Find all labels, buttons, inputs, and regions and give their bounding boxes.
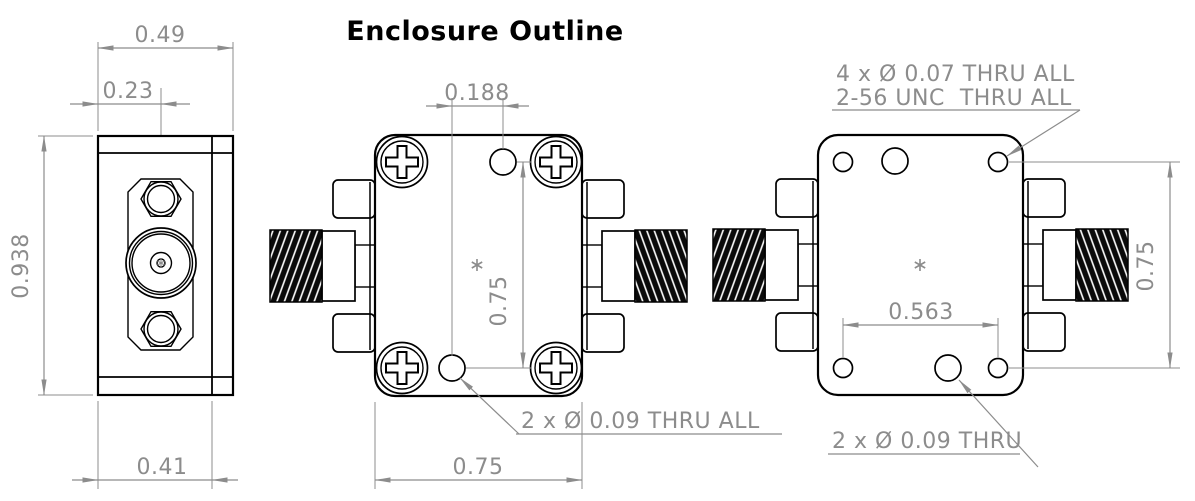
dim-hole-offset: 0.188	[444, 81, 509, 106]
dim-hole-spacing-vertical: 0.75	[1134, 241, 1159, 292]
dim-hole-spacing-vertical: 0.75	[487, 276, 512, 327]
callout-thru-holes: 2 x Ø 0.09 THRU	[832, 429, 1022, 454]
front-view-dimensions: 0.188 0.75 2 x Ø 0.09 THRU ALL 0.75	[374, 81, 782, 489]
callout-tapped-line2: 2-56 UNC THRU ALL	[836, 86, 1072, 111]
sma-connector-face	[125, 227, 197, 299]
hex-nut-top	[140, 180, 182, 218]
tapped-hole-top-left	[832, 151, 854, 173]
thru-hole-top	[489, 148, 517, 176]
thru-hole-bottom	[934, 354, 962, 382]
end-view-dimensions: 0.49 0.23 0.938 0.41	[9, 23, 238, 489]
end-view: 0.49 0.23 0.938 0.41	[9, 23, 238, 489]
dim-height: 0.938	[9, 233, 34, 298]
callout-thru-holes: 2 x Ø 0.09 THRU ALL	[521, 409, 760, 434]
front-view-right-connector	[581, 179, 688, 353]
callout-tapped-line1: 4 x Ø 0.07 THRU ALL	[836, 62, 1075, 87]
dim-hole-spacing-horizontal: 0.563	[888, 300, 953, 325]
tapped-hole-bottom-left	[832, 357, 854, 379]
front-view-left-connector	[269, 179, 376, 353]
tapped-hole-bottom-right	[987, 357, 1009, 379]
connector-flange-plate	[127, 178, 194, 351]
dim-top-width: 0.49	[135, 23, 186, 48]
back-view-dimensions: 4 x Ø 0.07 THRU ALL 2-56 UNC THRU ALL 0.…	[828, 62, 1180, 468]
back-view-left-connector	[712, 178, 819, 352]
drawing-title: Enclosure Outline	[346, 16, 623, 47]
hex-nut-bottom	[140, 311, 182, 347]
back-view: 4 x Ø 0.07 THRU ALL 2-56 UNC THRU ALL 0.…	[712, 62, 1180, 468]
tapped-hole-top-right	[987, 151, 1009, 173]
front-view: 0.188 0.75 2 x Ø 0.09 THRU ALL 0.75	[269, 81, 782, 489]
back-view-right-connector	[1022, 178, 1129, 352]
dim-bottom-width: 0.41	[137, 455, 188, 480]
thru-hole-top	[881, 147, 909, 175]
dim-width: 0.75	[453, 455, 504, 480]
dim-connector-offset: 0.23	[103, 79, 154, 104]
end-view-body	[96, 134, 235, 397]
thru-hole-bottom	[438, 354, 466, 382]
